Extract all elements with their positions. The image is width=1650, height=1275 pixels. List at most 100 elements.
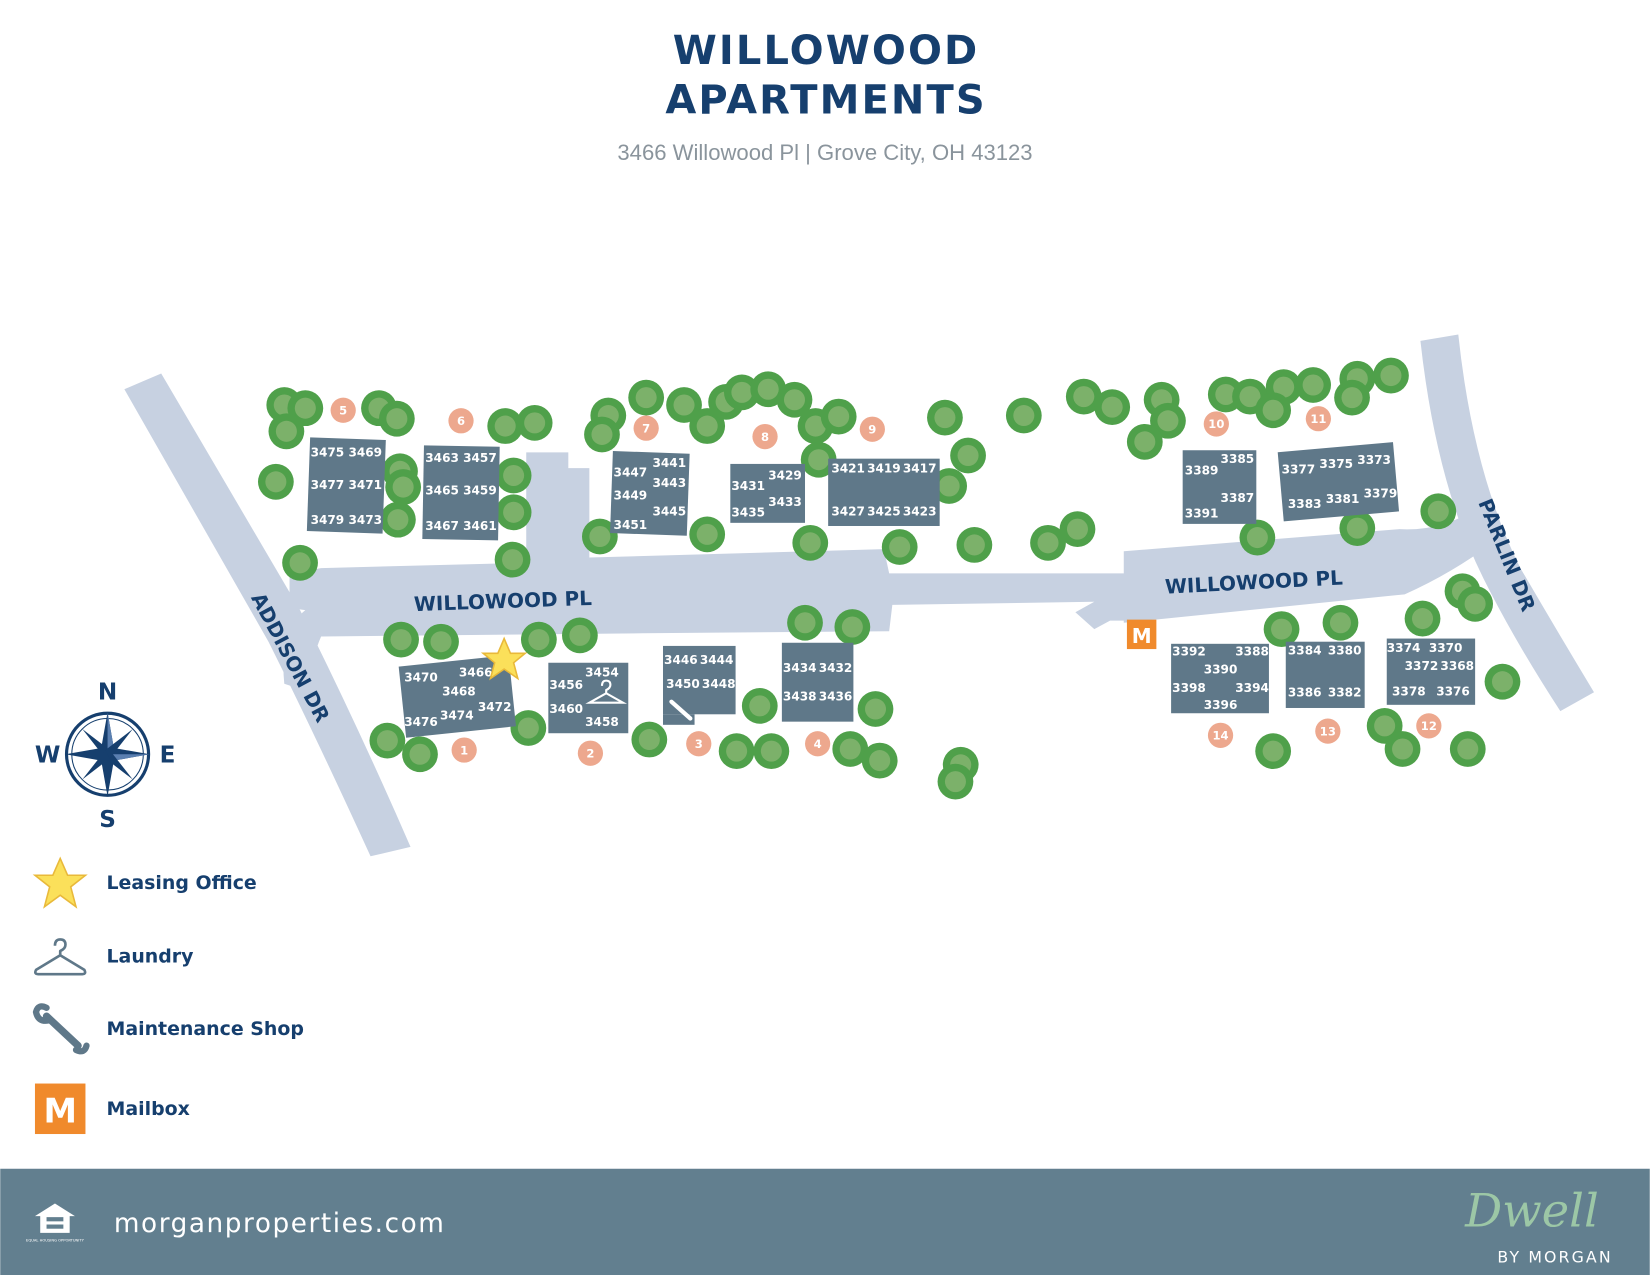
building-marker[interactable]: 4 (805, 731, 831, 757)
building-marker[interactable]: 10 (1203, 411, 1229, 437)
building-marker[interactable]: 6 (448, 408, 474, 434)
building-marker[interactable]: 5 (330, 397, 356, 423)
unit-number: 3398 (1172, 681, 1206, 695)
legend-star-icon (32, 856, 88, 909)
tree-icon (1404, 600, 1441, 637)
building[interactable] (1182, 450, 1257, 524)
building-marker[interactable]: 1 (451, 737, 477, 763)
unit-number: 3419 (867, 461, 901, 475)
unit-number: 3447 (614, 466, 648, 480)
tree-icon (378, 400, 415, 437)
building-marker-number: 9 (868, 422, 876, 436)
tree-icon (516, 405, 553, 441)
tree-icon (383, 621, 419, 658)
tree-icon (1255, 392, 1292, 429)
tree-icon (1150, 402, 1186, 439)
building-marker-number: 1 (460, 743, 468, 757)
unit-number: 3465 (425, 483, 459, 497)
building-marker-number: 11 (1310, 412, 1326, 426)
laundry-hanger-icon (585, 679, 628, 704)
unit-number: 3472 (478, 700, 512, 714)
tree-icon (423, 623, 459, 660)
unit-number: 3392 (1172, 644, 1206, 658)
unit-number: 3385 (1221, 452, 1255, 466)
building-marker[interactable]: 14 (1207, 722, 1234, 748)
tree-icon (494, 541, 531, 578)
building[interactable] (828, 458, 940, 526)
unit-number: 3368 (1440, 659, 1474, 673)
legend-hanger-icon (34, 938, 87, 976)
tree-icon (861, 742, 898, 779)
unit-number: 3374 (1387, 641, 1421, 655)
road-addison-dr (124, 373, 411, 857)
building-marker[interactable]: 8 (752, 423, 778, 450)
building-marker[interactable]: 2 (577, 740, 604, 766)
tree-icon (584, 416, 620, 453)
tree-icon (495, 457, 532, 494)
footer-url-link[interactable]: morganproperties.com (114, 1209, 446, 1239)
tree-icon (787, 604, 823, 641)
building[interactable] (1277, 442, 1400, 522)
tree-icon (881, 529, 918, 565)
tree-icon (1005, 397, 1042, 434)
unit-number: 3466 (459, 665, 493, 679)
unit-number: 3476 (404, 715, 438, 729)
building[interactable] (781, 642, 854, 722)
roads (124, 334, 1594, 857)
unit-number: 3460 (549, 702, 583, 716)
building[interactable] (1285, 641, 1365, 708)
unit-number: 3461 (463, 519, 497, 533)
unit-number: 3467 (425, 519, 459, 533)
unit-number: 3454 (585, 665, 619, 679)
tree-icon (820, 398, 857, 435)
tree-icon (282, 544, 318, 581)
leasing-office-star-icon[interactable] (480, 636, 528, 681)
tree-icon (792, 524, 829, 561)
tree-icon (776, 381, 813, 418)
tree-icon (520, 621, 557, 658)
tree-icon (1449, 731, 1486, 767)
building-marker[interactable]: 13 (1315, 718, 1341, 744)
building[interactable] (306, 437, 386, 534)
unit-number: 3377 (1282, 462, 1316, 476)
building[interactable] (610, 451, 690, 536)
unit-number: 3427 (831, 504, 865, 518)
building-marker[interactable]: 12 (1416, 713, 1442, 739)
building[interactable] (1386, 638, 1476, 705)
tree-icon (268, 413, 305, 450)
unit-number: 3477 (311, 478, 345, 492)
building-marker-number: 10 (1208, 417, 1224, 431)
building[interactable] (1171, 643, 1269, 714)
building-marker-number: 14 (1212, 729, 1228, 743)
unit-number: 3386 (1288, 685, 1322, 699)
tree-icon (666, 387, 702, 423)
mailbox-icon[interactable]: M (1126, 619, 1157, 650)
building-marker[interactable]: 7 (633, 415, 659, 441)
tree-icon (257, 463, 294, 500)
tree-icon (1059, 511, 1096, 548)
tree-icon (724, 374, 760, 411)
unit-number: 3446 (664, 653, 698, 667)
tree-icon (857, 691, 894, 727)
unit-number: 3425 (867, 504, 901, 518)
tree-icon (1239, 519, 1276, 556)
unit-number: 3376 (1436, 684, 1470, 698)
unit-number: 3388 (1235, 644, 1269, 658)
unit-number: 3375 (1319, 457, 1353, 471)
tree-icon (1295, 367, 1332, 403)
road-willowood-pl-east (1123, 510, 1495, 623)
building-marker[interactable]: 9 (859, 416, 885, 442)
building[interactable] (422, 445, 500, 541)
unit-number: 3383 (1288, 497, 1322, 511)
unit-number: 3380 (1328, 643, 1362, 657)
unit-number: 3379 (1364, 487, 1398, 501)
unit-number: 3457 (463, 451, 497, 465)
unit-number: 3373 (1357, 453, 1391, 467)
building[interactable] (730, 463, 806, 523)
building-marker[interactable]: 11 (1305, 406, 1332, 432)
building[interactable] (398, 655, 516, 738)
tree-icon (562, 617, 598, 654)
title-line-2: APARTMENTS (665, 78, 986, 124)
unit-number: 3433 (768, 495, 802, 509)
building-marker[interactable]: 3 (686, 731, 712, 757)
